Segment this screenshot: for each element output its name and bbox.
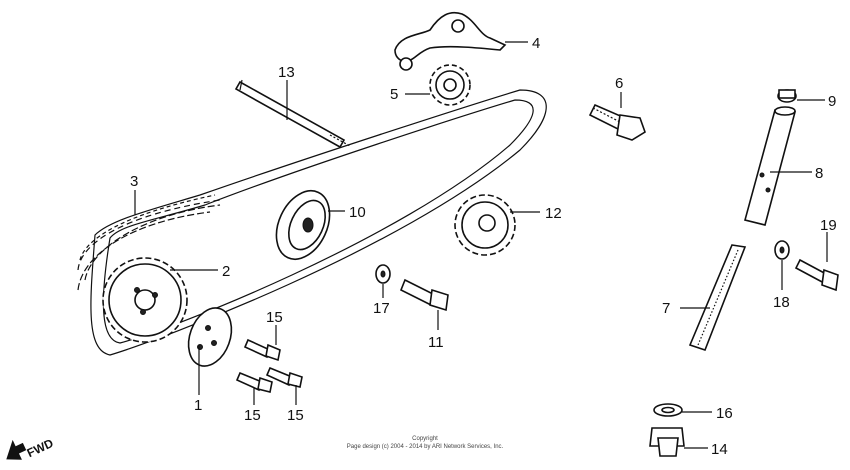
tensioner-sprocket: [429, 64, 471, 106]
tensioner-tube: [744, 106, 797, 226]
callout-5: 5: [390, 86, 398, 103]
bolt-11: [399, 278, 449, 312]
copyright-line-2: Page design (c) 2004 - 2014 by ARI Netwo…: [347, 444, 504, 450]
tensioner-arm: [394, 11, 507, 71]
callout-18: 18: [773, 294, 790, 311]
callout-17: 17: [373, 300, 390, 317]
roller-shaft: [234, 79, 351, 149]
tensioner-spring: [688, 244, 747, 351]
callout-15c: 15: [287, 407, 304, 424]
callout-13: 13: [278, 64, 295, 81]
callout-8: 8: [815, 165, 823, 182]
bolt-15-c: [265, 366, 303, 388]
idler-sprocket: [454, 194, 516, 256]
chain-segment: [77, 204, 221, 291]
cam-sprocket: [102, 257, 188, 343]
callout-labels: 1 2 3 4 5 6 7 8 9 10 11 12 13 14 15 15 1…: [130, 35, 837, 458]
callout-11: 11: [428, 334, 444, 351]
sprocket-plate: [187, 307, 233, 367]
copyright-line-1: Copyright: [412, 436, 438, 442]
guide-roller: [275, 190, 331, 260]
fwd-label: FWD: [25, 436, 56, 460]
callout-3: 3: [130, 173, 138, 190]
callout-6: 6: [615, 75, 623, 92]
bolt-19: [794, 258, 839, 292]
copyright: Copyright Page design (c) 2004 - 2014 by…: [347, 436, 504, 450]
washer-17: [375, 264, 391, 284]
callout-15b: 15: [244, 407, 261, 424]
callout-7: 7: [662, 300, 670, 317]
leader-lines: [134, 41, 828, 449]
callout-15a: 15: [266, 309, 283, 326]
callout-9: 9: [828, 93, 836, 110]
bolt-15-a: [243, 338, 281, 362]
washer-18: [774, 240, 790, 260]
cap-9: [777, 89, 797, 103]
callout-2: 2: [222, 263, 230, 280]
drain-plug-14: [649, 427, 685, 457]
callout-10: 10: [349, 204, 366, 221]
cam-chain: [77, 89, 547, 356]
callout-16: 16: [716, 405, 733, 422]
fwd-arrow: FWD: [6, 436, 56, 460]
fwd-arrow-icon: [6, 439, 27, 460]
callout-4: 4: [532, 35, 540, 52]
callout-12: 12: [545, 205, 562, 222]
bolt-15-b: [235, 371, 273, 393]
callout-1: 1: [194, 397, 202, 414]
bolt-6: [588, 103, 646, 141]
callout-14: 14: [711, 441, 728, 458]
washer-16: [653, 403, 683, 417]
callout-19: 19: [820, 217, 837, 234]
